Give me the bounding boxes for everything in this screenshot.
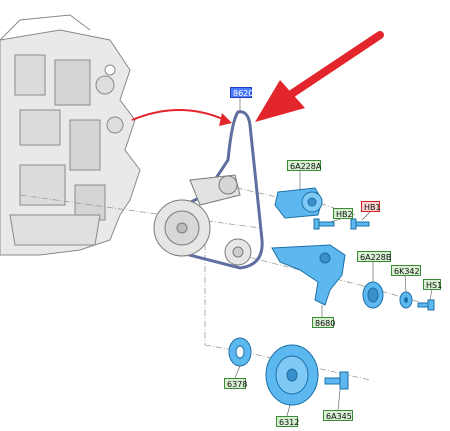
assembled-damper <box>153 174 252 266</box>
curve-arrow-head <box>219 113 232 126</box>
leader-lines <box>234 98 433 417</box>
bracket-part <box>271 244 346 306</box>
spacer-part <box>228 337 252 367</box>
washer-label: 6K342 <box>391 265 421 276</box>
pulley-bolt <box>324 371 349 390</box>
bracket-label: 8680 <box>312 317 335 328</box>
belt-label: 8620 <box>230 87 253 98</box>
curve-arrow <box>131 109 226 121</box>
idler-pulley <box>362 281 384 309</box>
pointer-arrow <box>255 31 384 122</box>
bolt-hb2 <box>313 218 335 230</box>
bolt-hs1-label: HS1 <box>423 279 442 290</box>
pulley-bolt-label: 6A345 <box>323 410 353 421</box>
tensioner-label: 6A228A <box>287 160 321 171</box>
washer-part <box>399 291 413 309</box>
engine-block <box>0 14 141 256</box>
bolt-hb1-label: HB1 <box>361 201 381 212</box>
bolt-hs1 <box>417 299 435 311</box>
crank-pulley <box>265 344 319 406</box>
bracket-hole <box>319 252 331 264</box>
bolt-hb1 <box>350 218 370 230</box>
bolt-hb2-label: HB2 <box>333 208 353 219</box>
idler-label: 6A228B <box>357 251 391 262</box>
spacer-label: 6378 <box>224 378 247 389</box>
pulley-label: 6312 <box>276 416 299 427</box>
tensioner-part <box>274 187 323 219</box>
